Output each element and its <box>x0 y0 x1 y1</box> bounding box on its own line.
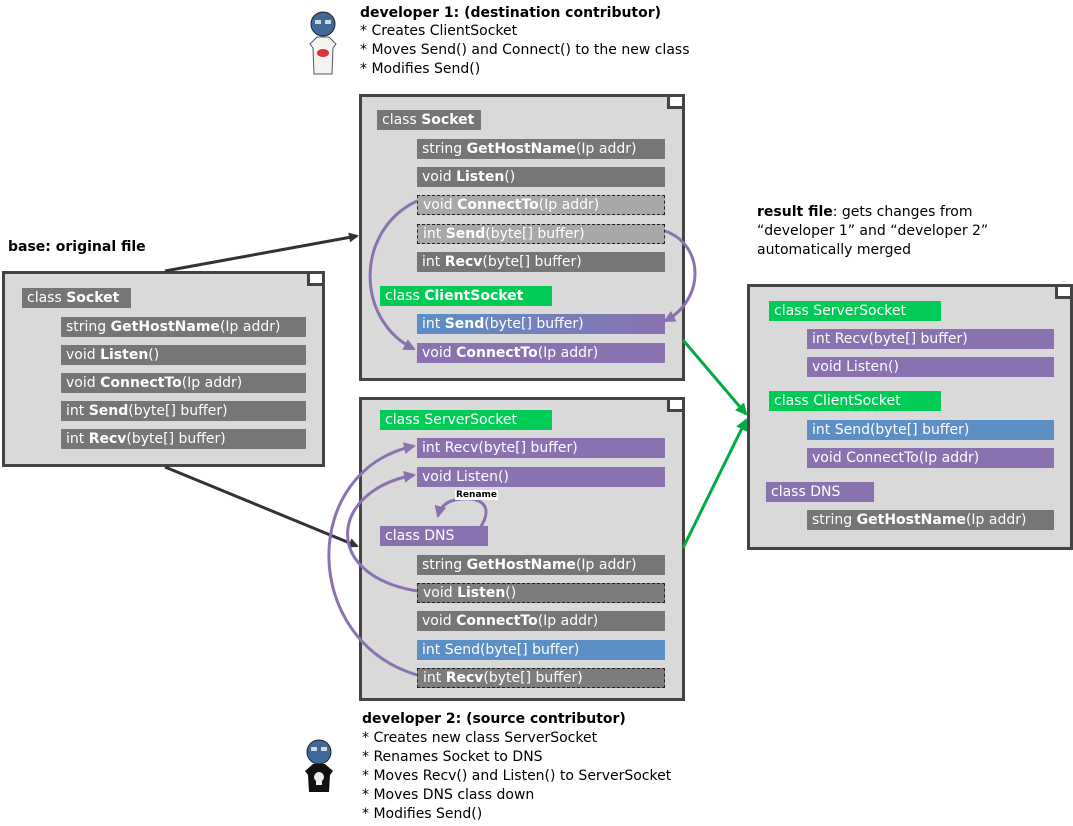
file-corner <box>1055 284 1073 299</box>
result-client-row-send: int Send(byte[] buffer) <box>807 420 1054 440</box>
d2-row-gethostname: string GetHostName(Ip addr) <box>417 555 665 575</box>
developer-2-avatar-icon <box>305 739 333 792</box>
arrow-move-send <box>663 229 697 323</box>
arrow-dev2-to-result <box>681 418 748 549</box>
d1-class-clientsocket: class ClientSocket <box>380 286 552 306</box>
arrow-rename <box>434 497 488 529</box>
arrow-base-to-dev1 <box>164 232 359 273</box>
developer-2-heading: developer 2: (source contributor) <box>362 711 626 727</box>
base-class-socket: class Socket <box>22 288 131 308</box>
d1-client-row-connectto: void ConnectTo(Ip addr) <box>417 343 665 363</box>
result-dns-row-gethostname: string GetHostName(Ip addr) <box>807 510 1054 530</box>
developer-2-line: * Moves Recv() and Listen() to ServerSoc… <box>362 768 672 784</box>
developer-1-heading: developer 1: (destination contributor) <box>360 5 662 21</box>
d1-row-listen: void Listen() <box>417 167 665 187</box>
developer-1-line: * Creates ClientSocket <box>360 23 518 39</box>
developer-2-line: * Renames Socket to DNS <box>362 749 543 765</box>
d1-row-connectto-moved: void ConnectTo(Ip addr) <box>417 195 665 215</box>
d2-server-row-recv: int Recv(byte[] buffer) <box>417 438 665 458</box>
d1-row-send-moved: int Send(byte[] buffer) <box>417 224 665 244</box>
base-row-gethostname: string GetHostName(Ip addr) <box>61 317 306 337</box>
d1-row-gethostname: string GetHostName(Ip addr) <box>417 139 665 159</box>
d2-class-dns: class DNS <box>380 526 488 546</box>
d2-row-listen-moved: void Listen() <box>417 583 665 603</box>
result-server-row-recv: int Recv(byte[] buffer) <box>807 329 1054 349</box>
d1-client-row-send: int Send(byte[] buffer) <box>417 314 665 334</box>
d2-row-connectto: void ConnectTo(Ip addr) <box>417 611 665 631</box>
result-server-row-listen: void Listen() <box>807 357 1054 377</box>
base-row-listen: void Listen() <box>61 345 306 365</box>
base-label: base: original file <box>8 239 146 255</box>
d2-row-send: int Send(byte[] buffer) <box>417 640 665 660</box>
developer-2-line: * Moves DNS class down <box>362 787 535 803</box>
d2-server-row-listen: void Listen() <box>417 467 665 487</box>
developer-1-line: * Modifies Send() <box>360 61 481 77</box>
arrow-dev1-to-result <box>681 339 748 416</box>
developer-2-file: class ServerSocket int Recv(byte[] buffe… <box>359 397 685 701</box>
d2-class-serversocket: class ServerSocket <box>380 410 552 430</box>
arrow-base-to-dev2 <box>164 465 359 548</box>
result-class-serversocket: class ServerSocket <box>769 301 941 321</box>
d1-row-recv: int Recv(byte[] buffer) <box>417 252 665 272</box>
d2-row-recv-moved: int Recv(byte[] buffer) <box>417 668 665 688</box>
result-client-row-connectto: void ConnectTo(Ip addr) <box>807 448 1054 468</box>
result-label-line: “developer 1” and “developer 2” <box>757 223 989 239</box>
developer-2-line: * Modifies Send() <box>362 806 483 822</box>
rename-label: Rename <box>455 490 498 500</box>
arrow-move-listen <box>346 470 418 593</box>
file-corner <box>667 397 685 412</box>
arrow-move-connectto <box>368 199 418 351</box>
base-row-connectto: void ConnectTo(Ip addr) <box>61 373 306 393</box>
base-row-send: int Send(byte[] buffer) <box>61 401 306 421</box>
base-file: class Socket string GetHostName(Ip addr)… <box>2 271 325 467</box>
developer-1-file: class Socket string GetHostName(Ip addr)… <box>359 94 685 381</box>
result-label-line: automatically merged <box>757 242 912 258</box>
result-file: class ServerSocket int Recv(byte[] buffe… <box>747 284 1073 550</box>
developer-1-line: * Moves Send() and Connect() to the new … <box>360 42 690 58</box>
d1-class-socket: class Socket <box>377 110 481 130</box>
file-corner <box>667 94 685 109</box>
developer-2-line: * Creates new class ServerSocket <box>362 730 598 746</box>
arrow-move-recv <box>327 442 418 677</box>
result-class-dns: class DNS <box>766 482 874 502</box>
base-row-recv: int Recv(byte[] buffer) <box>61 429 306 449</box>
result-class-clientsocket: class ClientSocket <box>769 391 941 411</box>
result-label: result file: gets changes from <box>757 204 973 220</box>
developer-1-avatar-icon <box>309 11 337 75</box>
file-corner <box>307 271 325 286</box>
